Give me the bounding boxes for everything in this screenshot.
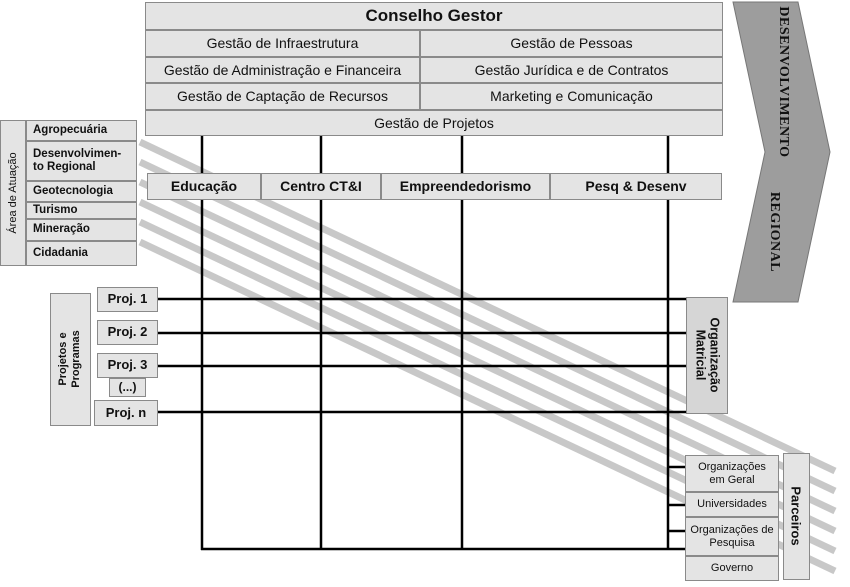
unit-empreendedorismo: Empreendedorismo [381, 173, 550, 200]
project-ellipsis: (...) [109, 378, 146, 397]
unit-educacao: Educação [147, 173, 261, 200]
area-agropecuaria: Agropecuária [26, 120, 137, 141]
partners-label: Parceiros [788, 486, 804, 546]
management-pessoas: Gestão de Pessoas [420, 30, 723, 57]
partners-label-box [783, 453, 810, 580]
diagonal-band [138, 158, 837, 495]
management-admin-financeira: Gestão de Administração e Financeira [145, 57, 420, 83]
projects-label-box [50, 293, 91, 426]
project-2: Proj. 2 [97, 320, 158, 345]
partner-organizacoes-pesquisa: Organizações de Pesquisa [685, 517, 779, 556]
area-geotecnologia: Geotecnologia [26, 181, 137, 202]
area-label-box [0, 120, 26, 266]
management-juridica: Gestão Jurídica e de Contratos [420, 57, 723, 83]
partner-universidades: Universidades [685, 492, 779, 517]
project-3: Proj. 3 [97, 353, 158, 378]
management-captacao: Gestão de Captação de Recursos [145, 83, 420, 110]
area-turismo: Turismo [26, 202, 137, 219]
project-1: Proj. 1 [97, 287, 158, 312]
unit-pesq-desenv: Pesq & Desenv [550, 173, 722, 200]
regional-arrow-line2: REGIONAL [767, 191, 782, 273]
partner-organizacoes-geral: Organizações em Geral [685, 455, 779, 492]
regional-arrow-shape [732, 1, 831, 303]
project-n: Proj. n [94, 400, 158, 426]
management-infra: Gestão de Infraestrutura [145, 30, 420, 57]
management-marketing: Marketing e Comunicação [420, 83, 723, 110]
area-desenvolvimento-regional: Desenvolvimen- to Regional [26, 141, 137, 181]
regional-arrow-line1: DESENVOLVIMENTO [776, 6, 791, 158]
council-title: Conselho Gestor [145, 2, 723, 30]
matrix-label-box [686, 297, 728, 414]
area-cidadania: Cidadania [26, 241, 137, 266]
partner-governo: Governo [685, 556, 779, 581]
area-mineracao: Mineração [26, 219, 137, 241]
management-projetos: Gestão de Projetos [145, 110, 723, 136]
unit-centro-cti: Centro CT&I [261, 173, 381, 200]
